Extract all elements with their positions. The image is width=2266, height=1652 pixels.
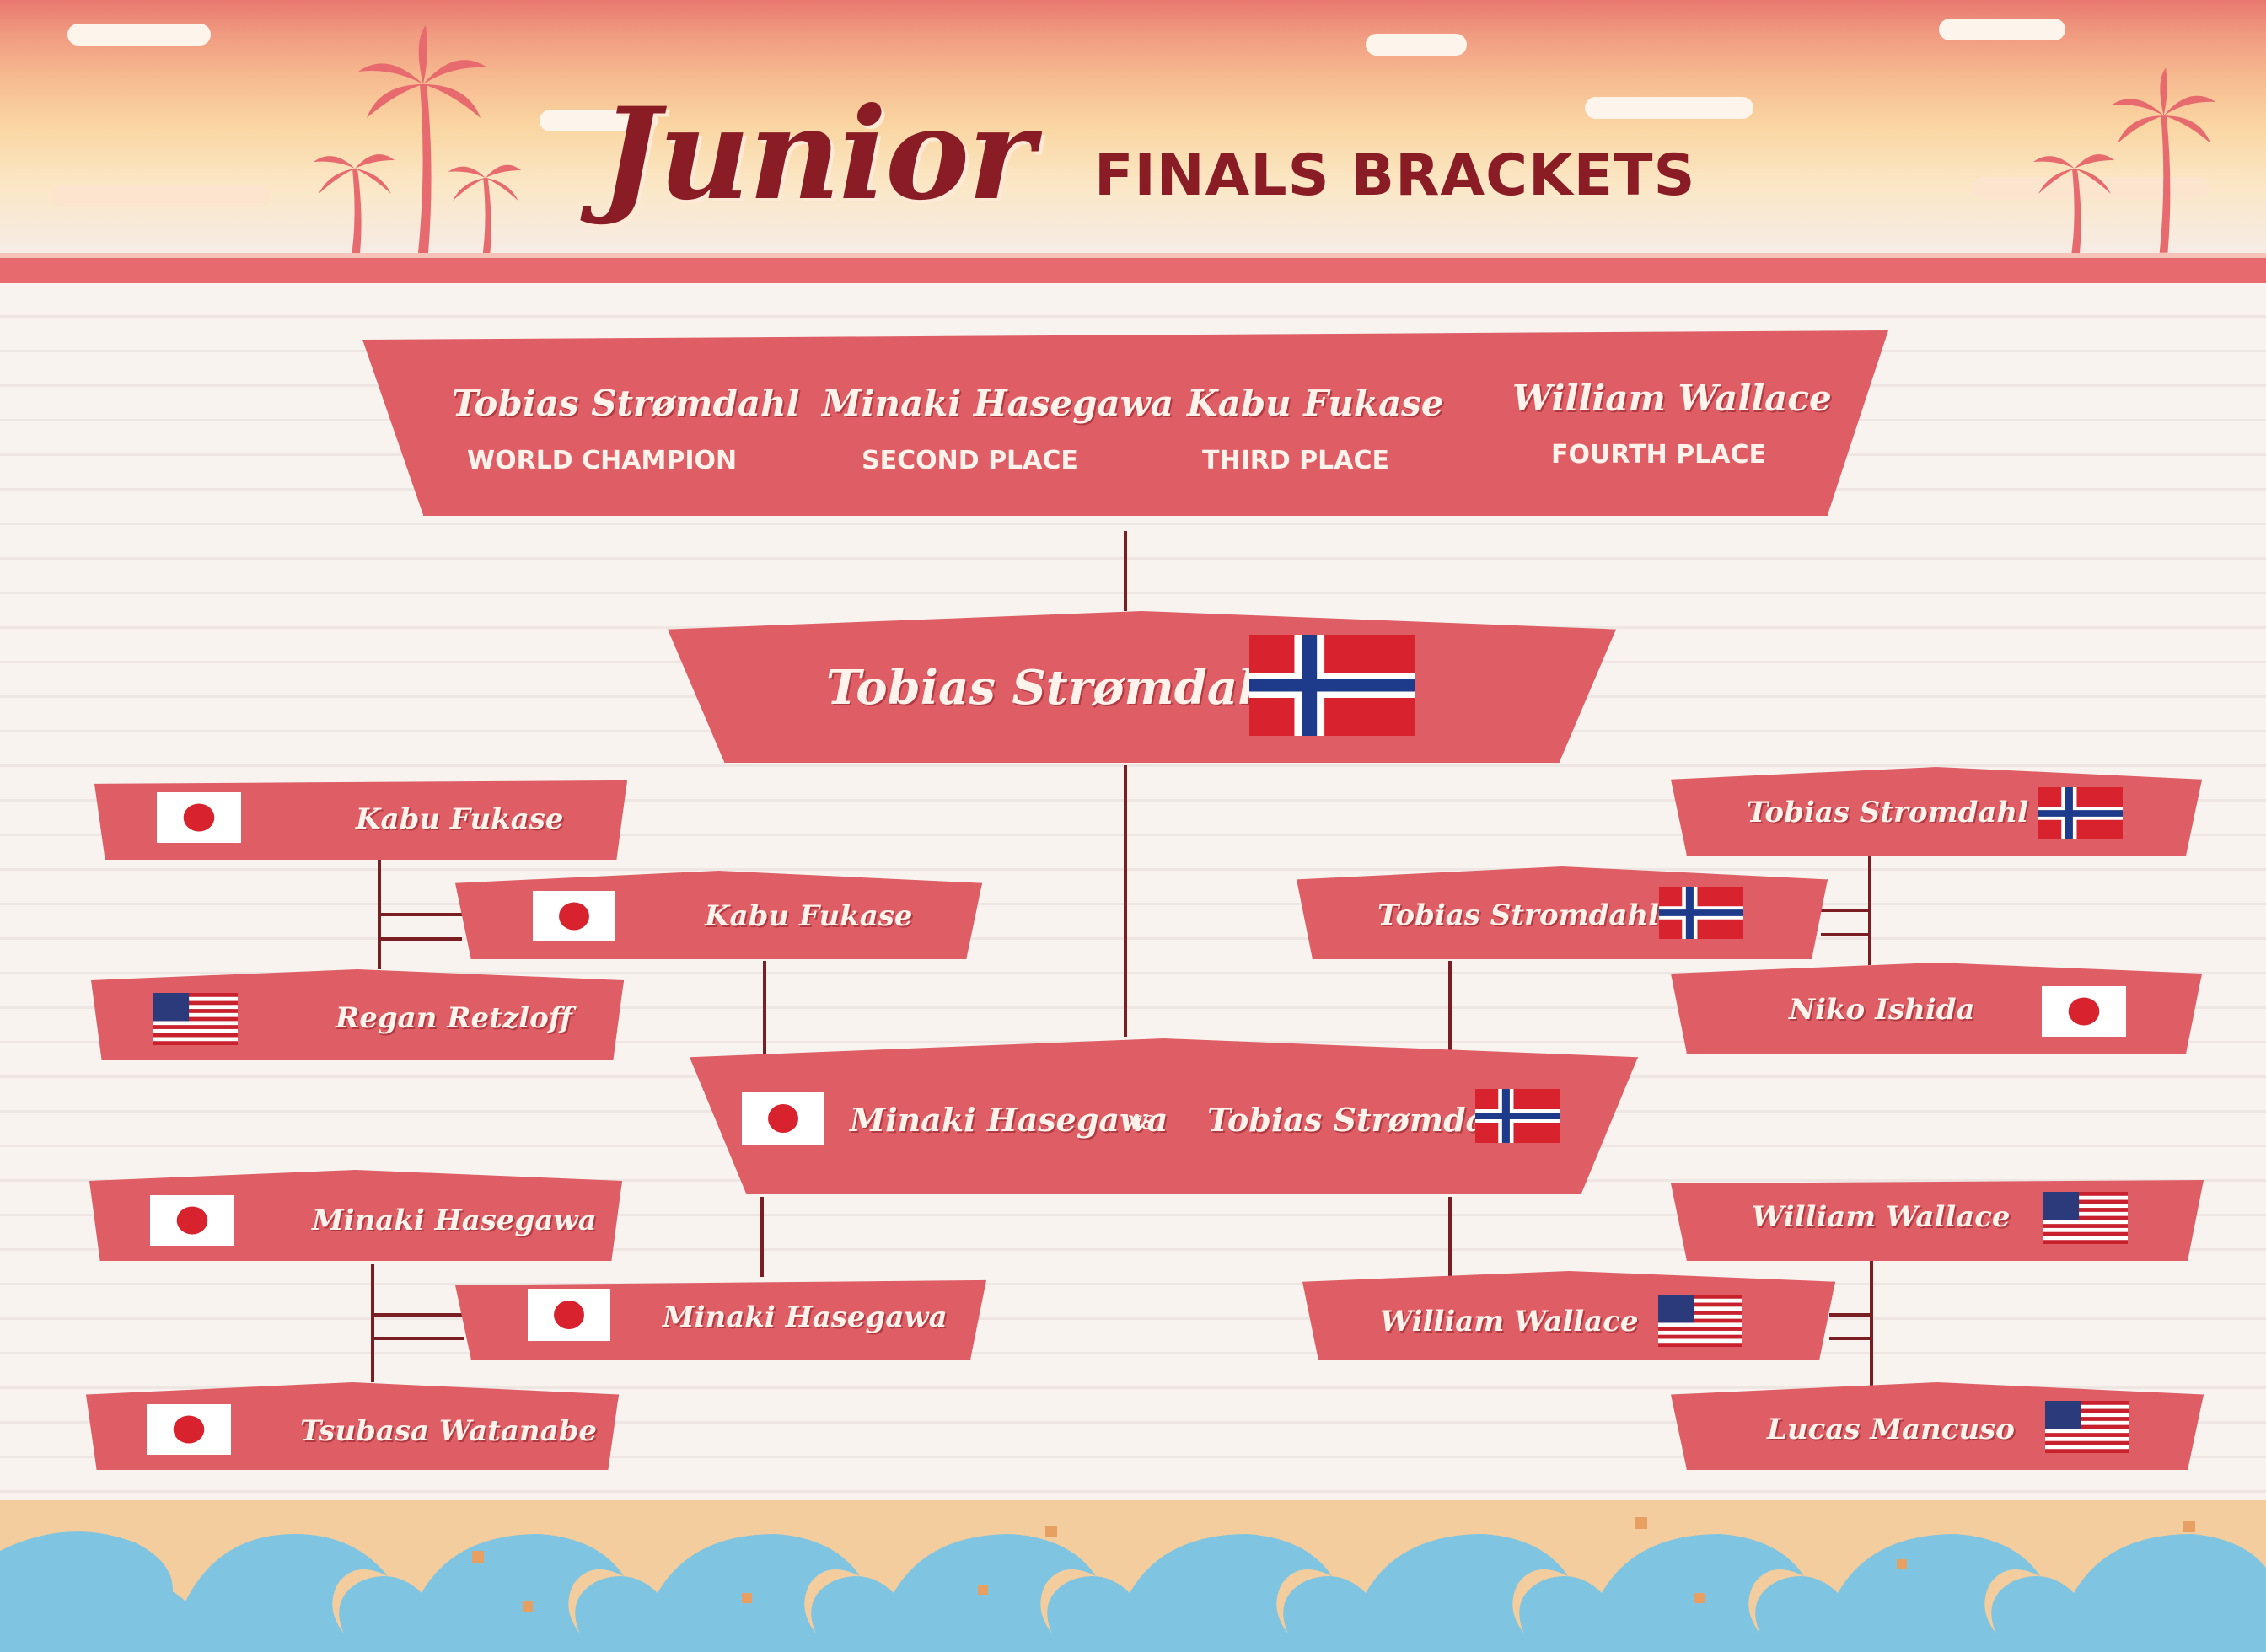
left-bottom-winner: Minaki Hasegawa (455, 1277, 986, 1360)
entry-name: Tobias Stromdahl (1377, 898, 1660, 932)
standing-name-3: Kabu Fukase (1187, 383, 1444, 424)
left-top-entry-1: Kabu Fukase (94, 777, 627, 860)
right-top-entry-1: Tobias Stromdahl (1671, 767, 2202, 856)
japan-flag-icon (157, 792, 241, 843)
entry-name: Minaki Hasegawa (663, 1301, 948, 1334)
right-bottom-entry-2: Lucas Mancuso (1671, 1382, 2204, 1470)
right-top-entry-2: Niko Ishida (1671, 963, 2202, 1054)
cloud (51, 185, 270, 207)
standing-place-3: THIRD PLACE (1202, 446, 1390, 475)
entry-name: Tobias Stromdahl (1747, 796, 2029, 829)
header-divider (0, 253, 2266, 283)
left-bottom-entry-1: Minaki Hasegawa (89, 1170, 622, 1261)
connector-line (378, 913, 462, 916)
palm-tree-icon (314, 153, 395, 261)
standing-name-4: William Wallace (1512, 378, 1832, 419)
norway-flag-icon (2038, 787, 2123, 839)
usa-flag-icon (2043, 1192, 2128, 1244)
connector-line (763, 961, 766, 1062)
entry-name: Regan Retzloff (336, 1001, 572, 1035)
connector-line (371, 1313, 464, 1317)
cloud (540, 110, 658, 131)
connector-line (1124, 531, 1127, 611)
palm-tree-icon (2111, 67, 2216, 253)
entry-name: William Wallace (1380, 1305, 1639, 1338)
left-top-winner: Kabu Fukase (455, 871, 982, 959)
japan-flag-icon (742, 1092, 824, 1145)
champion-name: Tobias Strømdahl (826, 660, 1291, 716)
cloud (67, 24, 211, 46)
connector-line (760, 1197, 764, 1277)
standings-banner: Tobias Strømdahl WORLD CHAMPION Minaki H… (362, 330, 1888, 516)
cloud (1939, 19, 2065, 40)
japan-flag-icon (533, 891, 615, 941)
palm-tree-icon (448, 164, 522, 261)
connector-line (1821, 933, 1870, 936)
palm-tree-icon (2033, 153, 2114, 261)
standing-name-1: Tobias Strømdahl (452, 383, 800, 424)
right-top-winner: Tobias Stromdahl (1297, 866, 1828, 959)
japan-flag-icon (147, 1404, 231, 1455)
connector-line (378, 937, 462, 941)
usa-flag-icon (1658, 1295, 1742, 1347)
connector-line (1124, 765, 1127, 1037)
entry-name: Lucas Mancuso (1767, 1413, 2015, 1446)
connector-line (371, 1337, 464, 1340)
japan-flag-icon (528, 1289, 610, 1341)
champion-banner: Tobias Strømdahl (668, 611, 1616, 763)
connector-line (1868, 856, 1871, 965)
standing-place-2: SECOND PLACE (862, 446, 1078, 475)
connector-line (1870, 1260, 1873, 1386)
right-bottom-winner: William Wallace (1302, 1271, 1835, 1360)
entry-name: William Wallace (1752, 1200, 2011, 1234)
japan-flag-icon (2042, 986, 2126, 1037)
usa-flag-icon (2045, 1401, 2129, 1453)
right-bottom-entry-1: William Wallace (1671, 1177, 2204, 1261)
final-left-name: Minaki Hasegawa (850, 1101, 1168, 1139)
entry-name: Kabu Fukase (705, 899, 913, 933)
entry-name: Kabu Fukase (356, 802, 564, 836)
entry-name: Niko Ishida (1789, 993, 1975, 1027)
standing-place-1: WORLD CHAMPION (467, 446, 738, 475)
connector-line (1448, 1197, 1452, 1277)
palm-tree-icon (358, 25, 487, 253)
japan-flag-icon (150, 1195, 234, 1246)
left-top-entry-2: Regan Retzloff (91, 969, 624, 1060)
vs-label: vs. (1128, 1106, 1163, 1135)
cloud (1585, 97, 1753, 119)
connector-line (1448, 961, 1452, 1062)
cloud (1366, 34, 1467, 56)
norway-flag-icon (1475, 1089, 1560, 1143)
final-match-banner: Minaki Hasegawa vs. Tobias Strømdahl (690, 1038, 1638, 1194)
header-banner: Junior FINALS BRACKETS (0, 0, 2266, 283)
norway-flag-icon (1659, 887, 1743, 939)
connector-line (1829, 1313, 1871, 1317)
waves-decoration (0, 1500, 2266, 1652)
standing-place-4: FOURTH PLACE (1551, 440, 1766, 469)
entry-name: Tsubasa Watanabe (300, 1414, 598, 1448)
connector-line (371, 1264, 374, 1382)
entry-name: Minaki Hasegawa (312, 1204, 597, 1237)
connector-line (1829, 1337, 1871, 1340)
usa-flag-icon (153, 993, 238, 1045)
norway-flag-icon (1249, 635, 1415, 736)
connector-line (1821, 909, 1870, 912)
final-right-name: Tobias Strømdahl (1207, 1101, 1522, 1139)
standing-name-2: Minaki Hasegawa (822, 383, 1174, 424)
title-finals-brackets: FINALS BRACKETS (1094, 142, 1696, 209)
title-junior: Junior (600, 80, 1034, 228)
left-bottom-entry-2: Tsubasa Watanabe (86, 1382, 619, 1470)
